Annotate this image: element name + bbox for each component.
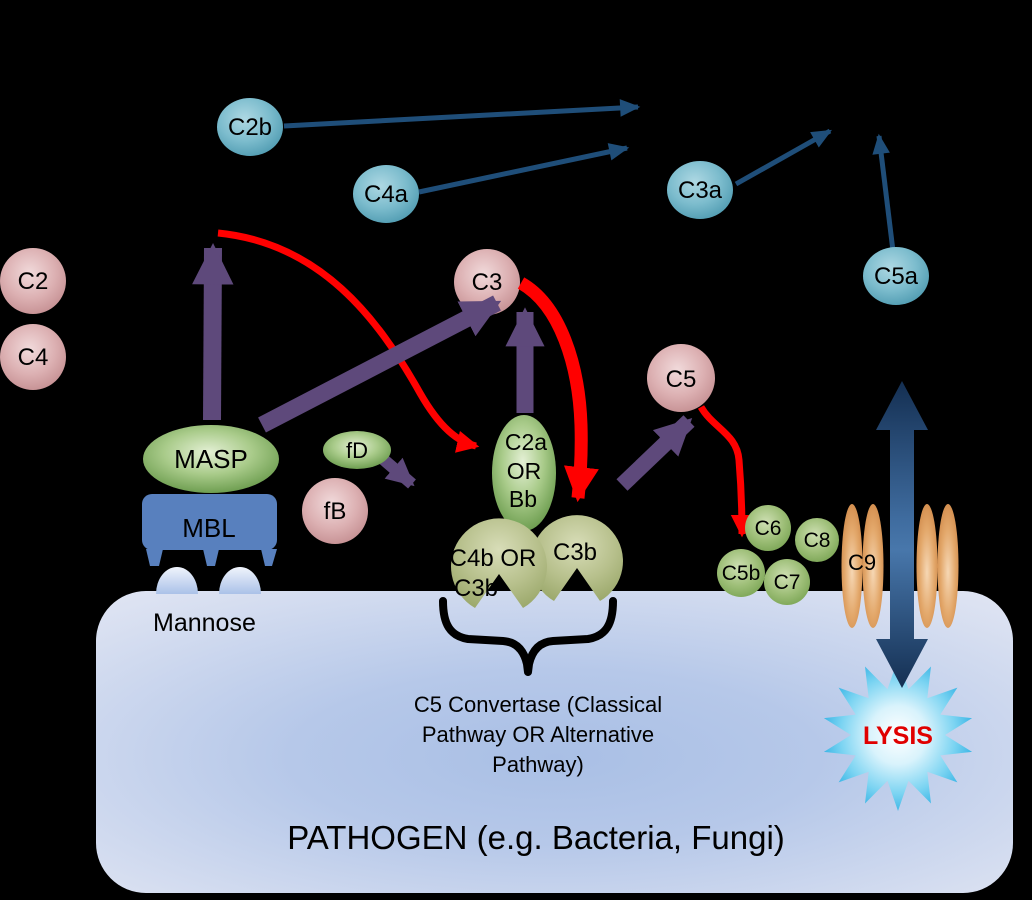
c2a-label-line3: Bb: [509, 486, 537, 512]
c9-subunit-1: [841, 504, 863, 628]
pathogen-body: [96, 591, 1013, 893]
c2b-label: C2b: [228, 114, 272, 141]
fd-ellipse: [323, 431, 391, 469]
c3b-right-shape: [531, 515, 623, 601]
c2a-label-line1: C2a: [505, 429, 547, 455]
masp-label: MASP: [174, 444, 248, 474]
c4a-label: C4a: [364, 181, 409, 208]
c9-subunit-2: [862, 504, 884, 628]
c6-node: C6: [745, 505, 791, 551]
c4-circle: [0, 324, 66, 390]
c5-to-c5b-arrow: [697, 405, 754, 538]
masp-ellipse: [143, 425, 279, 493]
c7-label: C7: [774, 571, 801, 594]
mbl-label: MBL: [182, 513, 235, 543]
convertase-to-c5-arrow: [616, 415, 695, 491]
mbl-foot-left: [146, 549, 163, 566]
c5b-label: C5b: [722, 562, 761, 585]
fb-node: fB: [302, 478, 368, 544]
mbl-node: MBL: [142, 494, 277, 566]
c6-circle: [745, 505, 791, 551]
lysis-node: LYSIS: [823, 659, 973, 811]
c7-circle: [764, 559, 810, 605]
c2b-release-arrow: [283, 99, 641, 129]
pathogen-label: PATHOGEN (e.g. Bacteria, Fungi): [287, 819, 785, 856]
c3b-right-node: [531, 515, 623, 601]
lysis-label: LYSIS: [863, 722, 933, 750]
convertase-brace: [439, 597, 617, 676]
c3b-right-label: C3b: [553, 539, 597, 566]
c4b-c3b-node: C4b OR C3b: [450, 518, 547, 608]
mannose-node: Mannose: [153, 567, 261, 637]
mannose-label: Mannose: [153, 609, 256, 637]
fb-label: fB: [324, 498, 347, 525]
c4-label: C4: [18, 344, 49, 371]
convertase-line1: C5 Convertase (Classical: [414, 692, 662, 717]
lysis-starburst: [823, 659, 973, 811]
c4a-node: C4a: [353, 165, 419, 223]
c8-node: C8: [795, 518, 839, 562]
c6-label: C6: [755, 517, 782, 540]
c4b-c3b-shape: [451, 518, 547, 608]
c4a-release-arrow: [418, 143, 630, 195]
c2b-node: C2b: [217, 98, 283, 156]
fd-node: fD: [323, 431, 391, 469]
pathogen-node: PATHOGEN (e.g. Bacteria, Fungi): [96, 591, 1013, 893]
c3a-node: C3a: [667, 161, 733, 219]
masp-activation-arrow-up: [192, 243, 234, 421]
c5-label: C5: [666, 366, 697, 393]
c2a-bb-node: C2a OR Bb: [492, 415, 556, 531]
c5a-circle: [863, 247, 929, 305]
c5-node: C5: [647, 344, 715, 412]
convertase-line3: Pathway): [492, 752, 584, 777]
c8-circle: [795, 518, 839, 562]
c4-node: C4: [0, 324, 66, 390]
fd-label: fD: [346, 438, 368, 463]
c2-circle: [0, 248, 66, 314]
masp-node: MASP: [143, 425, 279, 493]
c5a-node: C5a: [863, 247, 929, 305]
c9-subunit-3: [916, 504, 938, 628]
c3a-label: C3a: [678, 177, 723, 204]
c9-subunit-4: [937, 504, 959, 628]
convertase-caption: C5 Convertase (Classical Pathway OR Alte…: [414, 692, 662, 777]
fb-circle: [302, 478, 368, 544]
c4b-label-line1: C4b OR: [450, 545, 537, 572]
c2a-label-line2: OR: [507, 458, 542, 484]
c8-label: C8: [804, 529, 831, 552]
mbl-foot-middle: [203, 549, 219, 566]
c5b-node: C5b: [717, 549, 765, 597]
mannose-dome-right: [219, 567, 261, 594]
c9-pore-node: C9: [841, 504, 959, 628]
c3a-release-arrow: [734, 128, 833, 187]
mbl-foot-right: [261, 549, 277, 566]
c3-to-c3b-arrow: [517, 277, 599, 503]
c3-node: C3: [454, 249, 520, 315]
c7-node: C7: [764, 559, 810, 605]
c5-circle: [647, 344, 715, 412]
c5a-label: C5a: [874, 263, 919, 290]
c5a-release-arrow: [872, 133, 896, 252]
c4b-label-line2: C3b: [454, 575, 498, 602]
c4a-circle: [353, 165, 419, 223]
c9-label: C9: [848, 550, 876, 575]
c3a-circle: [667, 161, 733, 219]
mbl-body: [142, 494, 277, 550]
pore-flux-double-arrow: [876, 381, 928, 688]
c5b-circle: [717, 549, 765, 597]
c2b-circle: [217, 98, 283, 156]
convertase-line2: Pathway OR Alternative: [422, 722, 654, 747]
c2-node: C2: [0, 248, 66, 314]
mannose-dome-left: [156, 567, 198, 594]
c2-label: C2: [18, 268, 49, 295]
fd-to-fb-arrow: [379, 454, 416, 489]
c2a-bb-ellipse: [492, 415, 556, 531]
c3-circle: [454, 249, 520, 315]
masp-to-c3-arrow: [258, 295, 502, 433]
c3-label: C3: [472, 269, 503, 296]
